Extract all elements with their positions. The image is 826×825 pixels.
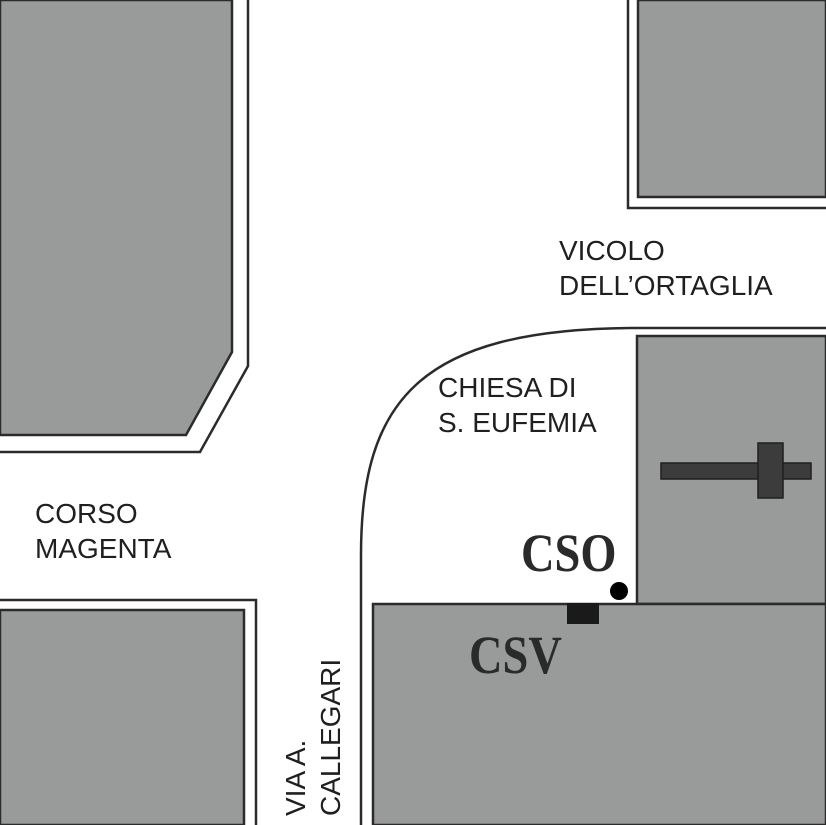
label-corso-magenta-line1: CORSO: [35, 498, 138, 529]
label-corso-magenta-line2: MAGENTA: [35, 533, 172, 564]
label-csv: CSV: [469, 625, 562, 685]
label-vicolo-ortaglia: VICOLO DELL’ORTAGLIA: [559, 233, 773, 303]
block-top-left: [0, 0, 250, 454]
label-via-callegari-line2: CALLEGARI: [315, 658, 346, 816]
curb-line: [359, 326, 826, 825]
cross-icon: [660, 442, 812, 499]
label-via-callegari: VIA A. CALLEGARI: [278, 659, 348, 816]
label-cso: CSO: [521, 523, 617, 583]
csv-marker-icon: [567, 603, 599, 624]
label-vicolo-ortaglia-line2: DELL’ORTAGLIA: [559, 270, 773, 301]
label-via-callegari-line1: VIA A.: [280, 739, 311, 816]
label-vicolo-ortaglia-line1: VICOLO: [559, 235, 665, 266]
label-church-line2: S. EUFEMIA: [438, 407, 597, 438]
label-corso-magenta: CORSO MAGENTA: [35, 496, 171, 566]
block-bottom-right: [371, 602, 826, 825]
block-top-right: [626, 0, 826, 210]
cso-marker-icon: [610, 582, 628, 600]
label-church: CHIESA DI S. EUFEMIA: [438, 370, 597, 440]
label-church-line1: CHIESA DI: [438, 372, 577, 403]
block-bottom-left: [0, 598, 258, 825]
